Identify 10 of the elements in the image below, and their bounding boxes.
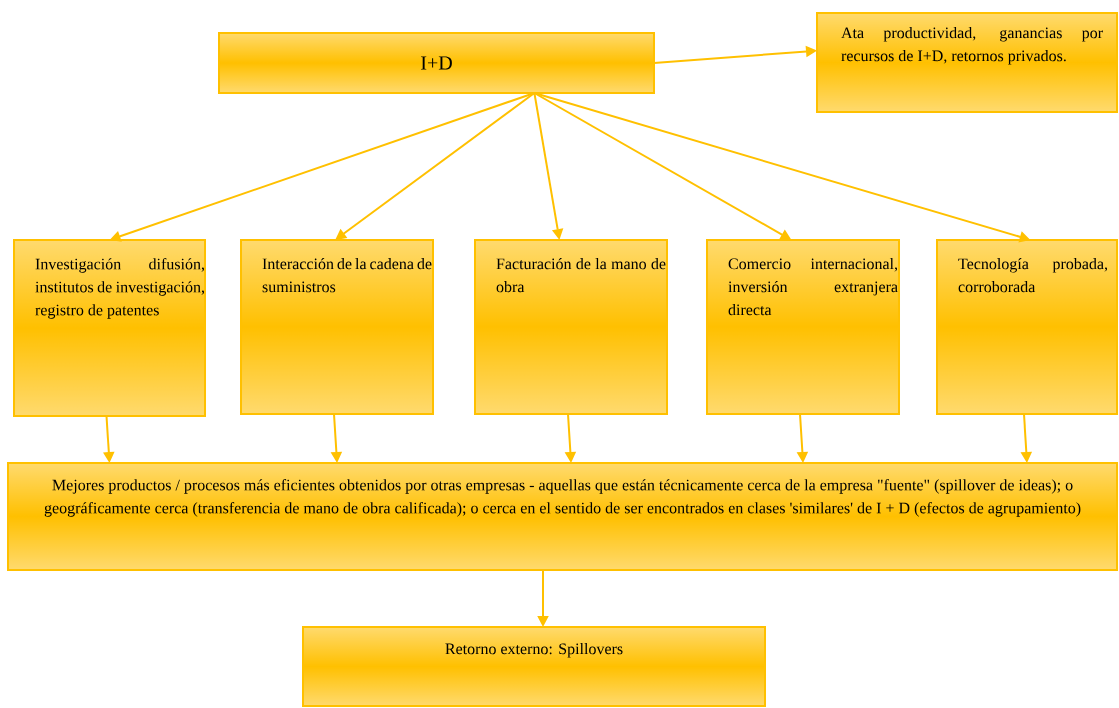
title-box: I+D (218, 32, 655, 94)
output-box: Retorno externo: Spillovers (302, 626, 766, 707)
channel-box: Tecnología probada, corroborada (936, 239, 1118, 415)
arrow (335, 92, 536, 240)
channel-box: Interacción de la cadena de suministros (240, 239, 434, 415)
process-box: Mejores productos / procesos más eficientes obtenidos por otras empresas - aquellas que están técnicamente cerca de la empresa "fuente" (spillover de ideas); o geográficamente cerca (transferencia de mano de obra calificada); o cerca en el sentido de ser encontrados en clases 'similares' de I + D (efectos de agrupamiento) (7, 462, 1118, 571)
result-box: Ata productividad, ganancias por recursos de I+D, retornos privados. (816, 12, 1118, 113)
channel-box: Comercio internacional, inversión extranjera directa (706, 239, 900, 415)
channel-box: Investigación difusión, institutos de investigación, registro de patentes (13, 239, 206, 417)
channel-box: Facturación de la mano de obra (474, 239, 668, 415)
